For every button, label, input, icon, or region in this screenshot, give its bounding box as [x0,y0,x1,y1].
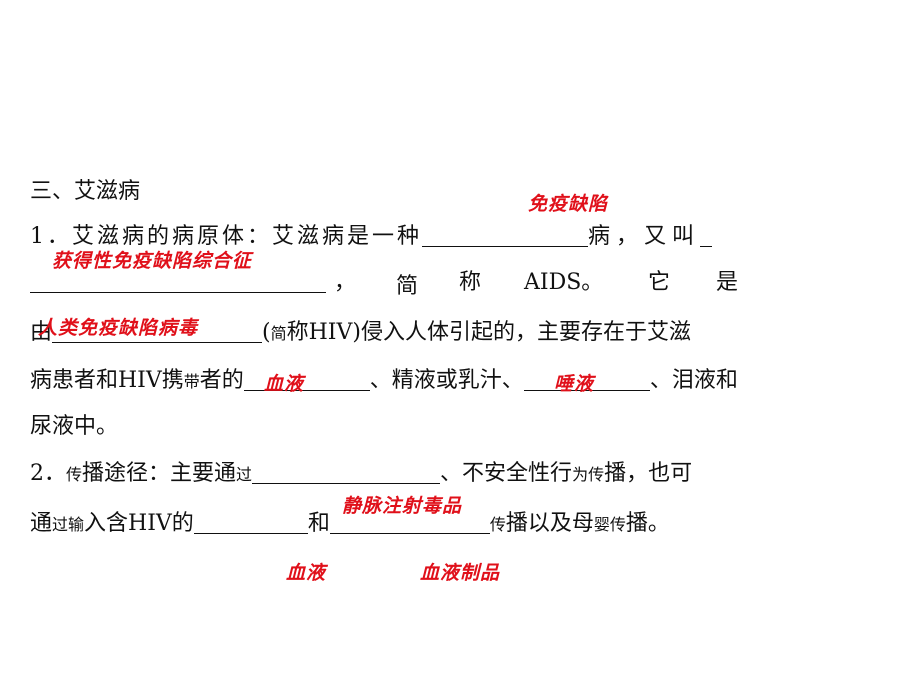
q2-p5: 播以及母 [505,511,594,536]
q2-guo: 过 [236,465,253,484]
q2-he: 和 [307,511,330,536]
q2-chuan: 传 [66,465,83,484]
answer-1: 免疫缺陷 [528,193,609,215]
q2-chuan4: 传 [609,515,626,534]
q1-jian: 简 [396,274,419,299]
q2-guo2: 过 [52,515,69,534]
q1-paren-open: ( [262,320,271,345]
section-title: 三、艾滋病 [30,179,141,204]
blank-2[interactable] [30,268,326,298]
answer-7: 血液 [286,562,327,584]
q1-line4: 病患者和HIV携带者的 、精液或乳汁、 、泪液和 [30,366,738,397]
q1-line4-d: 、泪液和 [649,368,738,393]
answer-8: 血液制品 [420,562,501,584]
q1-prefix: 1．艾滋病的病原体：艾滋病是一种 [30,224,422,249]
blank-3[interactable] [52,320,263,343]
answer-3: 人类免疫缺陷病毒 [38,317,199,339]
q2-line1: 2．传播途径：主要通过、不安全性行为传播，也可 [30,459,692,490]
answer-5: 唾液 [554,373,595,395]
q2-line2: 通过输入含HIV的和传播以及母婴传播。 [30,509,670,540]
q1-you: 由 [30,320,53,345]
q2-p4: 入含HIV的 [84,511,194,536]
q2-chuan3: 传 [489,515,506,534]
q2-ying: 婴 [593,515,610,534]
q2-prefix: 2． [30,461,66,486]
q1-after-hiv: 称HIV)侵入人体引起的，主要存在于艾滋 [286,320,691,345]
blank-8[interactable] [329,511,490,534]
q1-comma: ， [334,270,357,295]
q2-p3: 播，也可 [604,461,693,486]
q1-line3: 由 (简称HIV)侵入人体引起的，主要存在于艾滋 [30,318,691,349]
blank-7[interactable] [193,511,308,534]
q1-line4-b: 者的 [199,368,244,393]
q1-line1: 1．艾滋病的病原体：艾滋病是一种 病，又叫 [30,222,713,252]
q1-line4-c: 、精液或乳汁、 [369,368,524,393]
q2-p1: 播途径：主要通 [82,461,237,486]
answer-6: 静脉注射毒品 [342,495,463,517]
blank-6[interactable] [252,461,441,484]
q2-shu: 输 [68,515,85,534]
q1-line4-a: 病患者和HIV携 [30,368,184,393]
q2-chuan2: 传 [588,465,605,484]
q1-ta: 它 [648,270,671,295]
q1-after-blank1: 病，又叫 [588,224,701,249]
q1-shi: 是 [716,270,739,295]
q1-dai: 带 [183,372,200,391]
q1-line5: 尿液中。 [30,414,119,439]
blank-4[interactable] [243,368,370,391]
answer-4: 血液 [264,373,305,395]
blank-5[interactable] [523,368,650,391]
blank-2-start[interactable] [700,224,713,247]
q2-p6: 播。 [625,511,670,536]
q2-wei: 为 [572,465,589,484]
q2-tong: 通 [30,511,53,536]
q1-cheng: 称 [459,270,482,295]
blank-1[interactable] [422,224,588,247]
q2-p2: 、不安全性行 [440,461,573,486]
q1-paren-jian: 简 [270,324,287,343]
q1-aids: AIDS。 [524,270,604,295]
answer-2: 获得性免疫缺陷综合征 [52,250,253,272]
